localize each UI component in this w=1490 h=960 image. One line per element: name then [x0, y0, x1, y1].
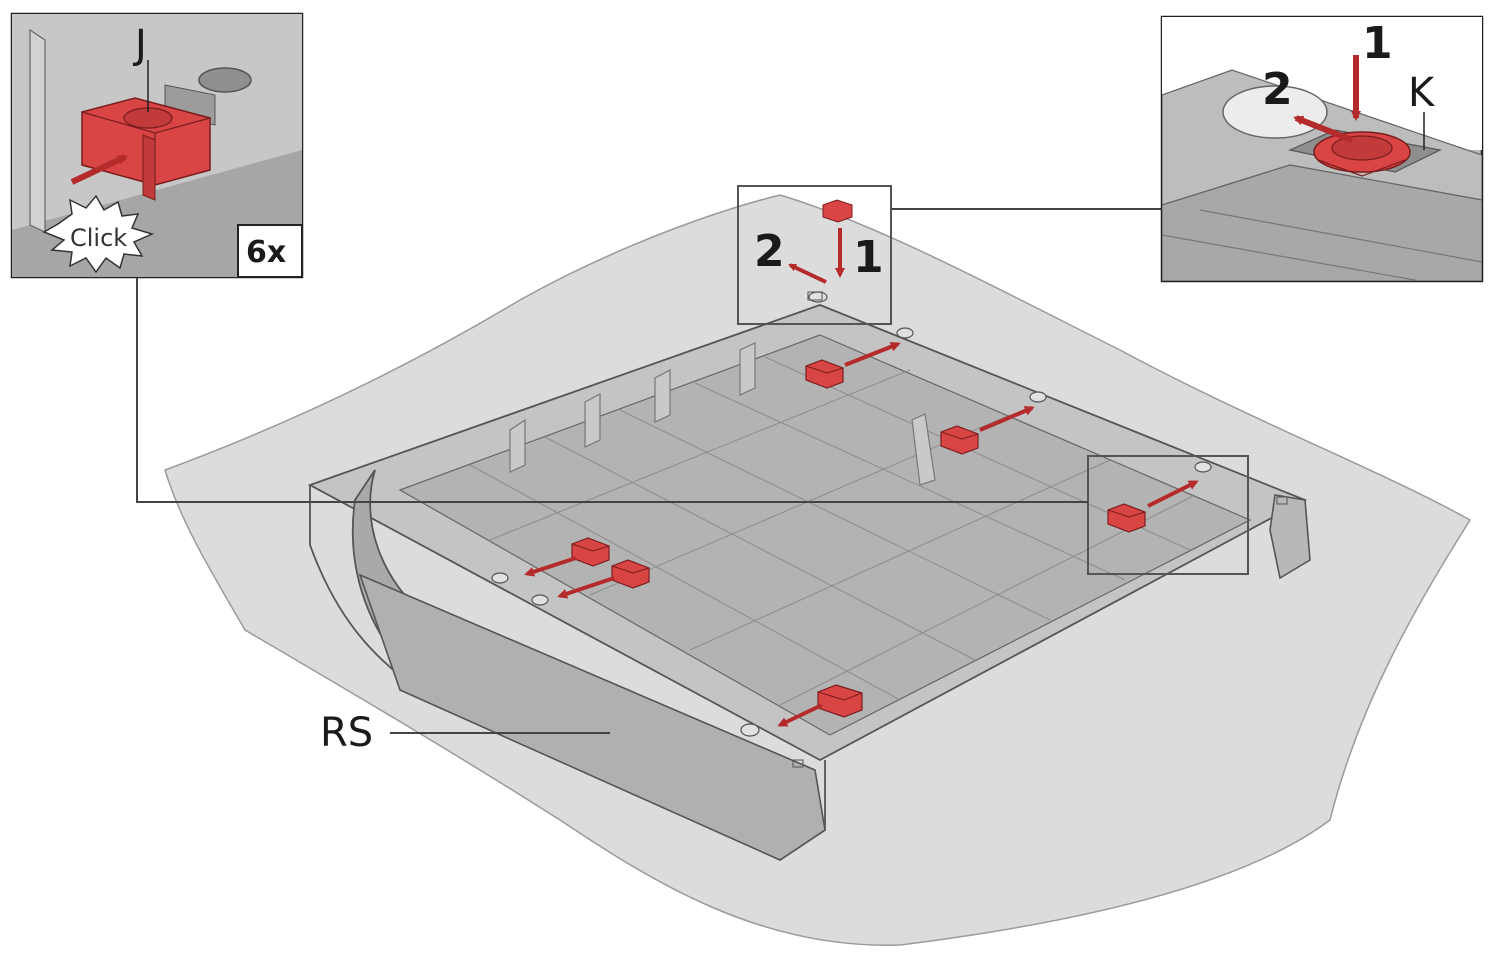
inset-step-1-label: 1 [1362, 18, 1393, 69]
part-k-label: K [1408, 70, 1436, 116]
step-callout-box: 2 1 [737, 185, 892, 325]
arrow-icon [979, 406, 1035, 432]
arrow-icon [557, 576, 615, 599]
arrow-icon [788, 263, 827, 284]
detail-callout-box [1087, 455, 1249, 575]
step-1-label: 1 [853, 232, 884, 283]
part-rs-label: RS [320, 710, 373, 756]
inset-click-panel: J Click 6x [10, 12, 304, 279]
starburst-icon [42, 194, 155, 274]
part-j-label: J [132, 22, 147, 68]
arrow-icon [1147, 480, 1199, 508]
clip-icon [524, 341, 1199, 727]
click-label: Click [70, 224, 127, 252]
arrow-icon [70, 154, 128, 185]
clip-on-tray-3 [1107, 480, 1199, 533]
arrow-icon [524, 556, 577, 577]
clip-on-tray-5 [557, 559, 650, 599]
seat-tray [307, 291, 1311, 862]
clip-on-tray-1 [805, 341, 901, 389]
clip-on-tray-4 [524, 537, 610, 577]
arrow-icon [844, 341, 901, 367]
step-2-label: 2 [754, 226, 785, 277]
arrow-icon [1293, 115, 1354, 143]
arrow-icon [777, 703, 823, 727]
clip-on-tray-2 [940, 406, 1035, 455]
leader-lines [136, 208, 1162, 734]
clip-on-tray-6 [777, 684, 863, 727]
inset-step-2-label: 2 [1262, 64, 1293, 115]
inset-insert-panel: 1 2 K [1160, 15, 1484, 283]
count-label: 6x [246, 235, 286, 270]
